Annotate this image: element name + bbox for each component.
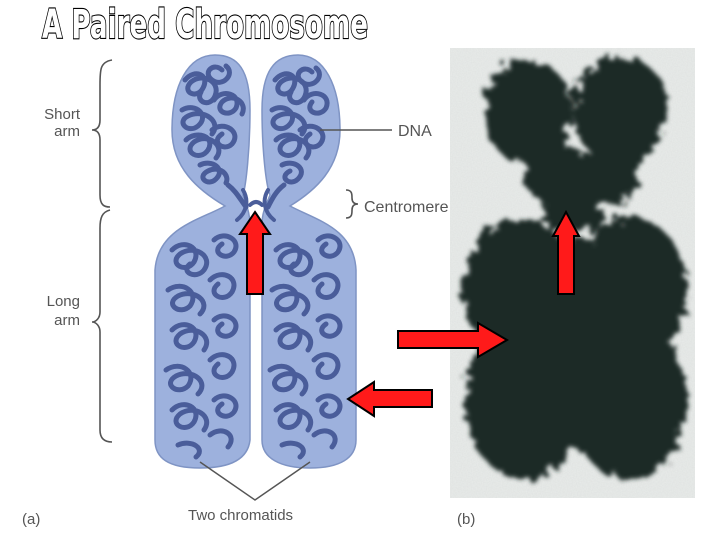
short-arm-label-line1: Short (44, 106, 81, 123)
centromere-brace (346, 190, 358, 218)
short-arm-label-line2: arm (54, 123, 80, 140)
short-arm-bracket (92, 60, 112, 207)
long-arm-bracket (92, 210, 112, 442)
arrow-left-chromatid (348, 382, 432, 416)
two-chromatids-label: Two chromatids (188, 507, 293, 524)
panel-a-diagram: Short arm Long arm DNA Centromere Two ch… (22, 55, 449, 528)
dna-label: DNA (398, 123, 432, 140)
centromere-label: Centromere (364, 199, 449, 216)
long-arm-label-line1: Long (47, 293, 80, 310)
slide-title: A Paired Chromosome (42, 2, 368, 48)
micrograph-chromosome (464, 56, 688, 480)
long-arm-label-line2: arm (54, 312, 80, 329)
panel-a-caption: (a) (22, 511, 40, 528)
panel-b-caption: (b) (457, 511, 475, 528)
